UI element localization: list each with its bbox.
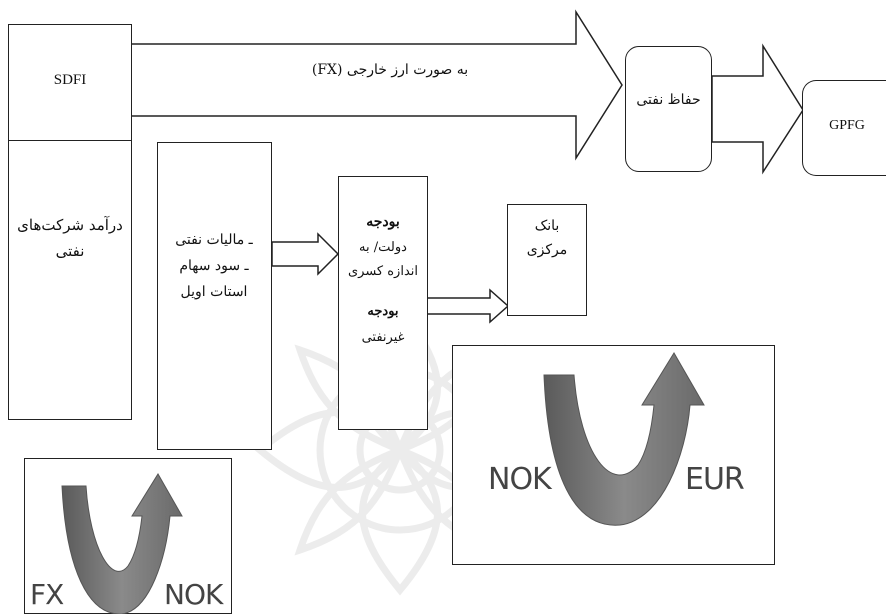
budget-box [338,176,428,430]
fund-to-gpfg-arrow [711,43,804,175]
oil-revenue-label: درآمد شرکت‌های نفتی [17,216,123,260]
budget-line-4: غیرنفتی [361,330,405,345]
central-bank-line-1: بانک [534,218,560,234]
budget-title: بودجه [366,214,400,230]
nok-eur-left-label: NOK [488,462,552,497]
taxes-box [157,142,272,450]
gpfg-box [802,80,886,176]
fx-flow-arrow [129,9,623,161]
taxes-line-3: استات اویل [180,284,248,300]
budget-line-2: اندازه کسری [347,264,419,279]
petroleum-fund-label: حفاظ نفتی [636,92,701,108]
sdfi-label: SDFI [53,72,87,88]
nok-eur-right-label: EUR [685,462,745,497]
budget-line-3: بودجه [367,304,399,319]
petroleum-fund-box [625,46,712,172]
fx-nok-left-label: FX [30,578,64,611]
fx-arrow-label: به صورت ارز خارجی (FX) [311,62,469,78]
gpfg-label: GPFG [829,118,865,133]
central-bank-box [507,204,587,316]
taxes-to-budget-arrow [271,232,340,276]
oil-revenue-box [8,140,132,420]
fx-nok-right-label: NOK [164,578,223,611]
budget-line-1: دولت/ به [359,240,407,255]
central-bank-line-2: مرکزی [526,242,568,258]
taxes-line-2: ـ سود سهام [179,258,249,274]
fx-nok-curved-arrow-icon [61,473,183,614]
nok-eur-panel [452,345,775,565]
budget-to-bank-arrow [426,288,510,324]
nok-eur-curved-arrow-icon [543,352,705,526]
taxes-line-1: ـ مالیات نفتی [175,232,253,248]
